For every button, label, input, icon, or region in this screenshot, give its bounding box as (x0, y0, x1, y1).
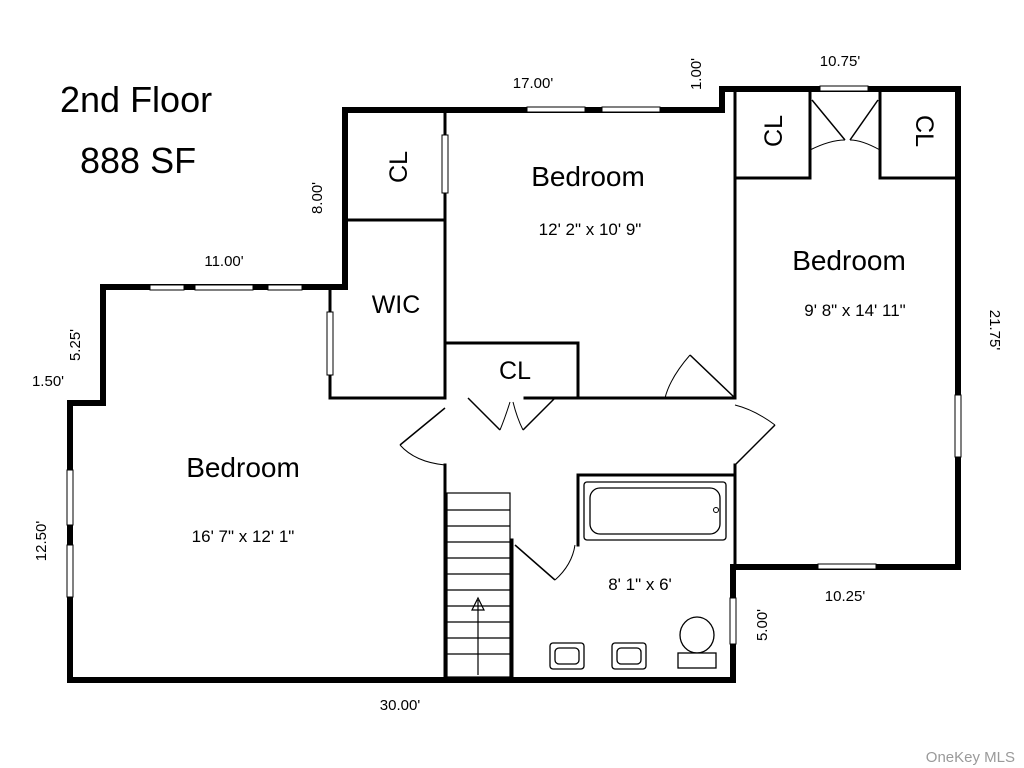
hall-closet-label: CL (499, 357, 531, 385)
wic-label: WIC (372, 291, 421, 319)
bath-dims: 8' 1" x 6' (608, 575, 672, 594)
bedroom-left-name: Bedroom (186, 452, 300, 483)
room-labels: Bedroom 16' 7" x 12' 1" Bedroom 12' 2" x… (186, 115, 938, 594)
measure-8: 8.00' (309, 182, 326, 214)
toilet (679, 616, 715, 654)
windows (66, 85, 962, 645)
bath-fixtures (549, 481, 727, 670)
measure-1250: 12.50' (33, 521, 50, 562)
measure-525: 5.25' (67, 329, 84, 361)
measure-1025: 10.25' (825, 588, 866, 605)
closet-label-top-left: CL (385, 151, 413, 183)
exterior-walls (67, 86, 961, 683)
floor-title: 2nd Floor (60, 79, 212, 120)
measure-1: 1.00' (688, 58, 705, 90)
closet-label-right-a: CL (760, 115, 788, 147)
measure-top-1075: 10.75' (820, 53, 861, 70)
measure-30: 30.00' (380, 697, 421, 714)
measure-11: 11.00' (204, 253, 243, 270)
doors (399, 99, 881, 581)
floor-area: 888 SF (80, 140, 196, 181)
wall-measurements: 17.00' 1.00' 10.75' 8.00' 11.00' 5.25' 1… (32, 53, 1003, 714)
bedroom-top-name: Bedroom (531, 161, 645, 192)
measure-5: 5.00' (754, 609, 771, 641)
measure-2175: 21.75' (986, 310, 1003, 351)
measure-top-17: 17.00' (513, 75, 554, 92)
bedroom-left-dims: 16' 7" x 12' 1" (192, 527, 295, 546)
measure-150: 1.50' (32, 373, 64, 390)
watermark: OneKey MLS (926, 749, 1015, 766)
bedroom-right-name: Bedroom (792, 245, 906, 276)
bedroom-right-dims: 9' 8" x 14' 11" (804, 301, 905, 320)
staircase (446, 492, 511, 678)
bedroom-top-dims: 12' 2" x 10' 9" (539, 220, 642, 239)
closet-label-right-b: CL (910, 115, 938, 147)
